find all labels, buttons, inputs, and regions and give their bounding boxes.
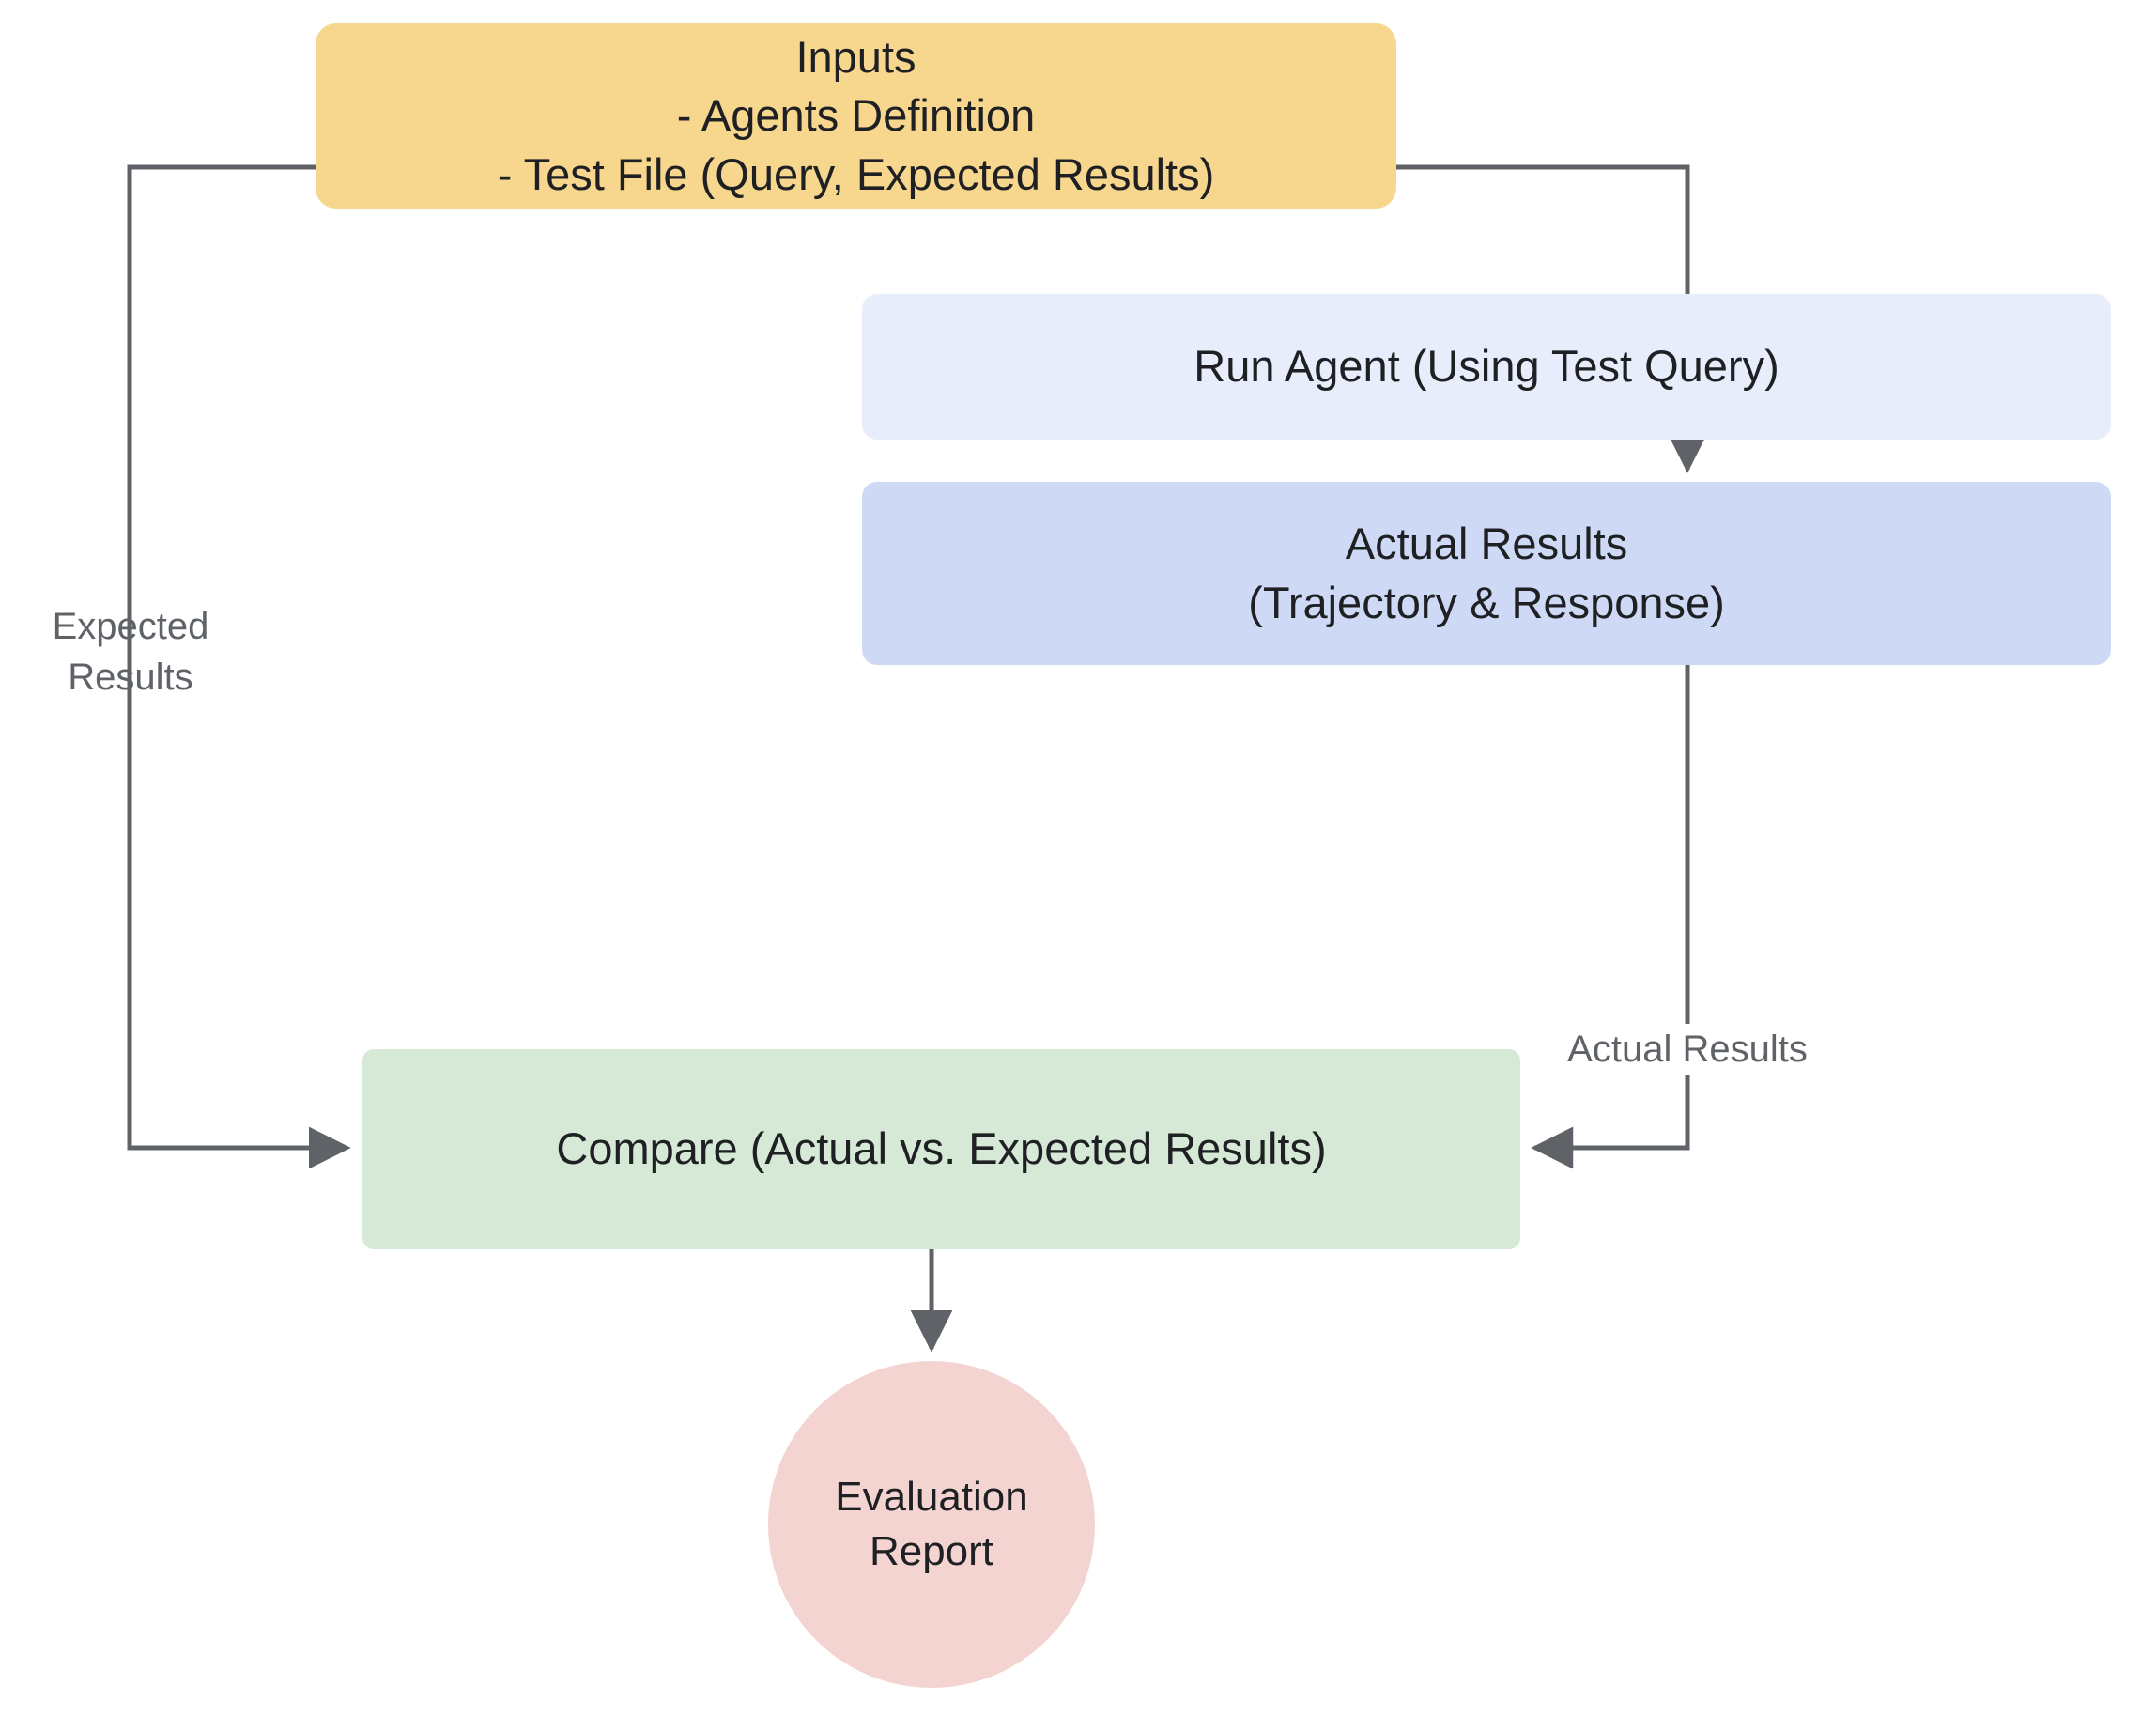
node-run-agent[interactable]: Run Agent (Using Test Query) bbox=[862, 294, 2111, 440]
node-evaluation-report[interactable]: Evaluation Report bbox=[768, 1361, 1095, 1688]
node-inputs[interactable]: Inputs - Agents Definition - Test File (… bbox=[316, 23, 1396, 209]
edge-label-actual-results: Actual Results bbox=[1551, 1024, 1824, 1075]
edge-label-expected-results: Expected Results bbox=[52, 606, 209, 698]
edge-actual-results-to-compare bbox=[1531, 665, 1690, 1169]
node-compare[interactable]: Compare (Actual vs. Expected Results) bbox=[362, 1049, 1520, 1249]
node-actual-results[interactable]: Actual Results (Trajectory & Response) bbox=[862, 482, 2111, 665]
